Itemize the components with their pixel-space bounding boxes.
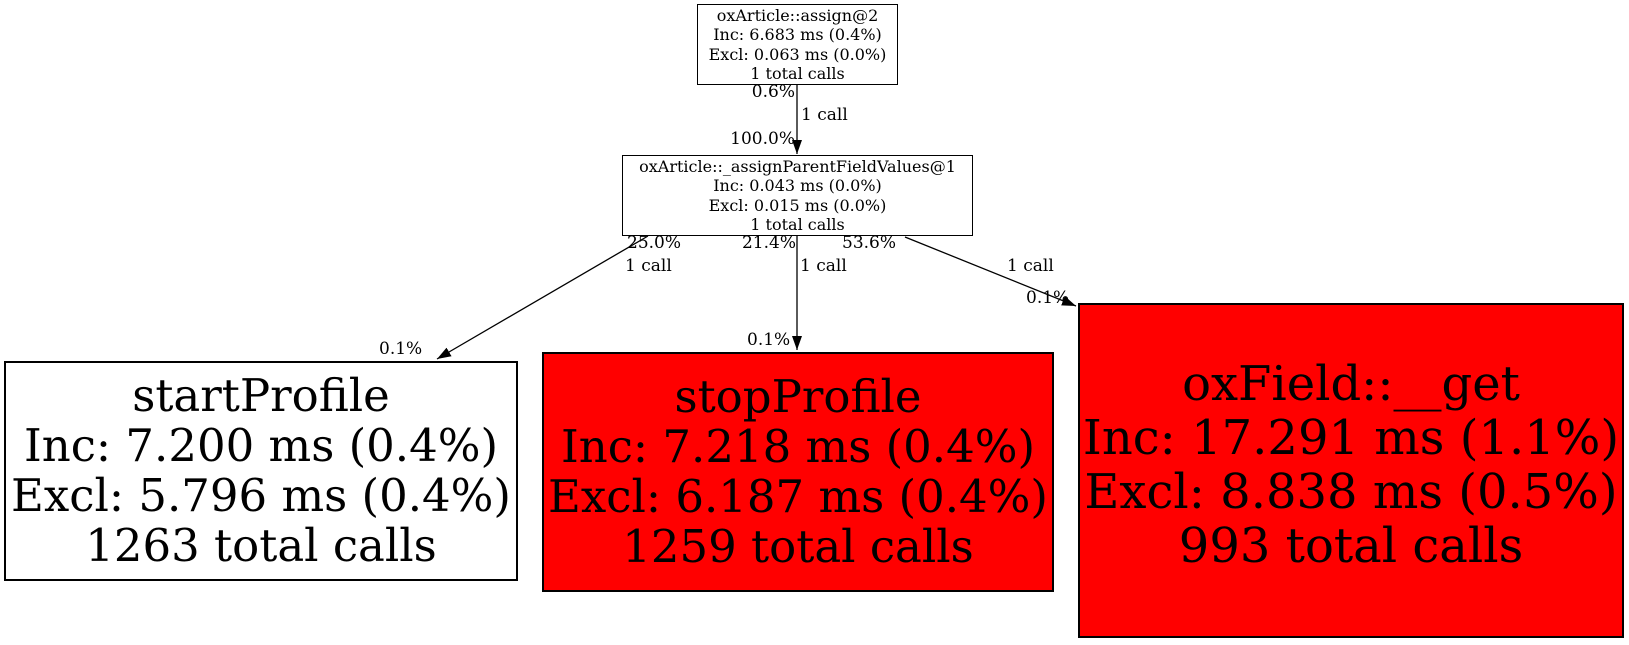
edge-parent-stopprofile-calls-label: 1 call xyxy=(800,256,847,276)
node-total-calls: 1 total calls xyxy=(750,215,845,234)
node-inclusive-time: Inc: 7.200 ms (0.4%) xyxy=(23,419,499,472)
edge-assign-parent-calls-label: 1 call xyxy=(801,105,848,125)
node-oxarticle-assign: oxArticle::assign@2 Inc: 6.683 ms (0.4%)… xyxy=(697,4,898,85)
edge-parent-to-start-profile xyxy=(436,235,649,360)
node-total-calls: 1 total calls xyxy=(750,64,845,83)
node-title: oxArticle::_assignParentFieldValues@1 xyxy=(639,156,956,176)
node-title: stopProfile xyxy=(674,370,922,423)
edge-assign-parent-tail-percent-label: 0.6% xyxy=(751,82,795,102)
edge-parent-stopprofile-tail-percent-label: 21.4% xyxy=(741,233,796,253)
node-startprofile: startProfile Inc: 7.200 ms (0.4%) Excl: … xyxy=(4,361,518,581)
node-oxfield-get: oxField::__get Inc: 17.291 ms (1.1%) Exc… xyxy=(1078,303,1624,638)
node-inclusive-time: Inc: 7.218 ms (0.4%) xyxy=(560,420,1036,473)
node-inclusive-time: Inc: 17.291 ms (1.1%) xyxy=(1082,410,1620,466)
edge-parent-oxfieldget-tail-percent-label: 53.6% xyxy=(842,233,897,253)
edge-parent-startprofile-head-percent-label: 0.1% xyxy=(379,339,423,359)
edge-parent-startprofile-calls-label: 1 call xyxy=(625,256,672,276)
node-exclusive-time: Excl: 0.063 ms (0.0%) xyxy=(708,44,887,64)
edge-parent-oxfieldget-head-percent-label: 0.1% xyxy=(1026,288,1070,308)
node-inclusive-time: Inc: 6.683 ms (0.4%) xyxy=(713,25,882,44)
node-exclusive-time: Excl: 0.015 ms (0.0%) xyxy=(708,195,887,215)
node-oxarticle-assignparentfieldvalues: oxArticle::_assignParentFieldValues@1 In… xyxy=(622,155,973,236)
edge-parent-startprofile-tail-percent-label: 25.0% xyxy=(627,233,682,253)
node-title: oxField::__get xyxy=(1182,356,1520,412)
node-total-calls: 1263 total calls xyxy=(85,519,437,572)
node-stopprofile: stopProfile Inc: 7.218 ms (0.4%) Excl: 6… xyxy=(542,352,1054,592)
node-exclusive-time: Excl: 6.187 ms (0.4%) xyxy=(548,470,1048,523)
edge-parent-stopprofile-head-percent-label: 0.1% xyxy=(747,330,791,350)
edge-assign-parent-head-percent-label: 100.0% xyxy=(730,129,795,149)
node-title: startProfile xyxy=(132,369,390,422)
node-title: oxArticle::assign@2 xyxy=(716,5,879,25)
node-exclusive-time: Excl: 5.796 ms (0.4%) xyxy=(11,469,511,522)
node-inclusive-time: Inc: 0.043 ms (0.0%) xyxy=(713,176,882,195)
edge-parent-oxfieldget-calls-label: 1 call xyxy=(1007,256,1054,276)
node-total-calls: 993 total calls xyxy=(1178,518,1524,574)
node-exclusive-time: Excl: 8.838 ms (0.5%) xyxy=(1084,464,1618,520)
node-total-calls: 1259 total calls xyxy=(622,520,974,573)
